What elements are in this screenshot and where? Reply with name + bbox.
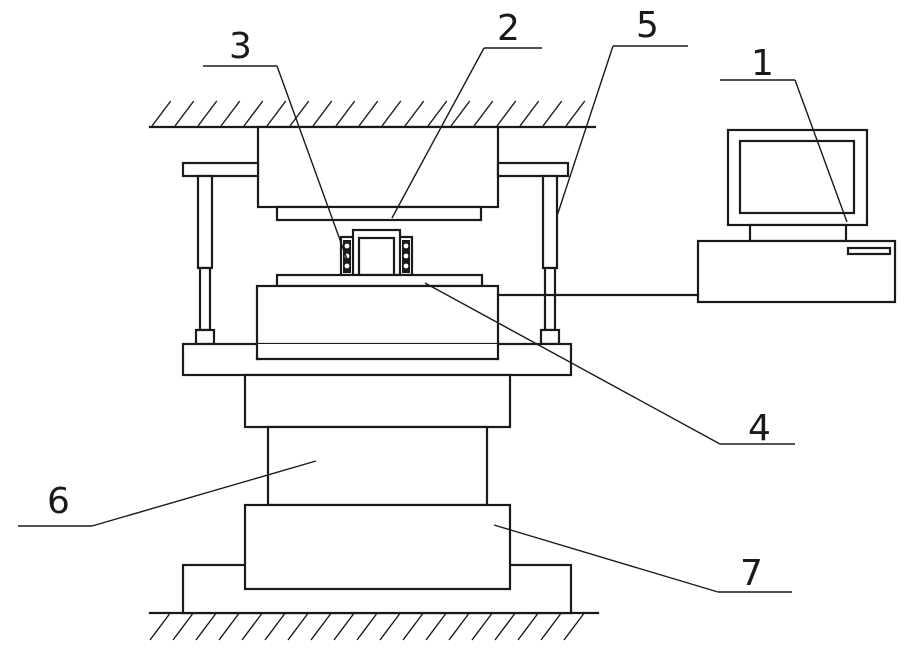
floor-hatch-line bbox=[310, 613, 332, 641]
ceiling-hatch-line bbox=[197, 100, 218, 127]
floor-hatch-line bbox=[540, 613, 562, 641]
upper-crosshead bbox=[256, 125, 500, 209]
floor-hatch-line bbox=[402, 613, 424, 641]
lower-platen bbox=[275, 273, 484, 288]
ceiling-fixed-support bbox=[148, 100, 597, 129]
floor-hatch-line bbox=[494, 613, 516, 641]
upper-right-crossbar bbox=[496, 161, 570, 178]
ceiling-hatch-line bbox=[312, 100, 333, 127]
left-guide-column bbox=[194, 174, 216, 346]
floor-hatch-line bbox=[425, 613, 447, 641]
label-7: 7 bbox=[740, 553, 763, 594]
floor-hatch-line bbox=[379, 613, 401, 641]
floor-hatch-line bbox=[172, 613, 194, 641]
label-4: 4 bbox=[748, 408, 771, 449]
ceiling-hatch-line bbox=[427, 100, 448, 127]
ceiling-hatch-line bbox=[565, 100, 586, 127]
table-overlap-mask bbox=[257, 344, 498, 359]
floor-hatch-line bbox=[149, 613, 171, 641]
floor-hatch-line bbox=[218, 613, 240, 641]
floor-hatch-line bbox=[563, 613, 585, 641]
ceiling-hatch-line bbox=[335, 100, 356, 127]
floor-hatch-line bbox=[517, 613, 539, 641]
floor-hatch-line bbox=[356, 613, 378, 641]
floor-hatch-line bbox=[448, 613, 470, 641]
floor-hatch-line bbox=[287, 613, 309, 641]
floor-hatch-line bbox=[195, 613, 217, 641]
base-pedestal bbox=[243, 503, 512, 591]
ceiling-hatch-line bbox=[542, 100, 563, 127]
ceiling-hatch-line bbox=[519, 100, 540, 127]
hydraulic-cylinder bbox=[266, 425, 489, 507]
test-specimen bbox=[339, 228, 414, 277]
ceiling-hatch-line bbox=[496, 100, 517, 127]
floor-hatch-line bbox=[333, 613, 355, 641]
floor-hatch-line bbox=[264, 613, 286, 641]
ceiling-hatch-line bbox=[404, 100, 425, 127]
ceiling-hatch-line bbox=[266, 100, 287, 127]
ceiling-hatch-line bbox=[450, 100, 471, 127]
right-guide-column bbox=[539, 174, 561, 346]
computer-host bbox=[696, 239, 897, 304]
upper-left-crossbar bbox=[181, 161, 260, 178]
ceiling-hatch-line bbox=[151, 100, 172, 127]
label-1: 1 bbox=[751, 43, 774, 84]
label-2: 2 bbox=[497, 8, 520, 49]
label-5: 5 bbox=[636, 5, 659, 46]
floor-hatch-line bbox=[471, 613, 493, 641]
ceiling-hatch-line bbox=[220, 100, 241, 127]
label-6: 6 bbox=[47, 481, 70, 522]
ceiling-hatch-line bbox=[381, 100, 402, 127]
ceiling-hatch-line bbox=[289, 100, 310, 127]
leader-lines bbox=[18, 45, 848, 593]
upper-platen bbox=[275, 205, 483, 222]
label-3: 3 bbox=[229, 26, 252, 67]
ceiling-hatch-line bbox=[243, 100, 264, 127]
floor-fixed-support bbox=[148, 611, 600, 641]
cylinder-housing bbox=[243, 373, 512, 429]
computer-monitor bbox=[726, 128, 869, 243]
ceiling-hatch-line bbox=[358, 100, 379, 127]
ceiling-hatch-line bbox=[473, 100, 494, 127]
ceiling-hatch-line bbox=[174, 100, 195, 127]
floor-hatch-line bbox=[241, 613, 263, 641]
